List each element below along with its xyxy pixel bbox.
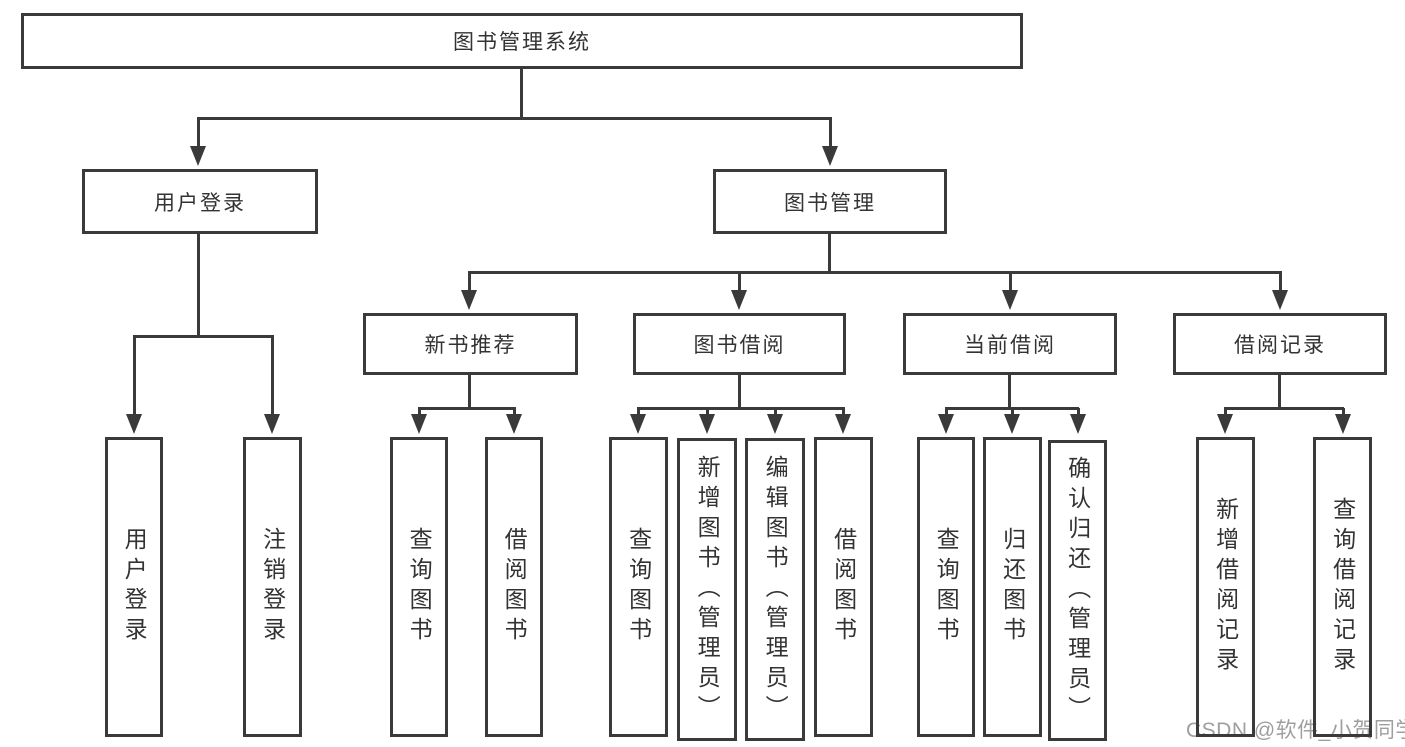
connector-arrow-shaft (513, 408, 516, 418)
arrow-down-icon (126, 414, 142, 434)
arrow-down-icon (1070, 414, 1086, 434)
node-label: 图书管理系统 (453, 31, 591, 54)
connector-arrow-shaft (133, 336, 136, 418)
arrow-down-icon (1004, 414, 1020, 434)
connector-line (1278, 373, 1281, 410)
leaf-label: 查询借阅记录 (1329, 497, 1356, 677)
leaf-add-borrow-record: 新增借阅记录 (1196, 437, 1255, 737)
arrow-down-icon (1217, 414, 1233, 434)
leaf-confirm-return-admin: 确认归还（管理员） (1048, 440, 1107, 741)
leaf-query-borrow-record: 查询借阅记录 (1313, 437, 1372, 737)
leaf-label: 查询图书 (406, 527, 433, 647)
connector-arrow-shaft (1224, 408, 1227, 418)
node-label: 图书管理 (784, 191, 876, 215)
connector-line (1224, 407, 1344, 410)
connector-arrow-shaft (1279, 272, 1282, 294)
arrow-down-icon (190, 146, 206, 166)
connector-arrow-shaft (842, 408, 845, 418)
node-user-login: 用户登录 (82, 169, 318, 234)
arrow-down-icon (767, 414, 783, 434)
leaf-borrow-books: 借阅图书 (485, 437, 543, 737)
leaf-label: 查询图书 (933, 527, 960, 647)
leaf-label: 新增图书（管理员） (694, 454, 721, 725)
node-label: 新书推荐 (424, 334, 517, 357)
connector-line (1008, 373, 1011, 410)
connector-arrow-shaft (829, 118, 832, 150)
node-label: 借阅记录 (1234, 334, 1326, 357)
connector-arrow-shaft (945, 408, 948, 418)
node-label: 当前借阅 (964, 334, 1056, 357)
leaf-label: 借阅图书 (501, 527, 528, 647)
arrow-down-icon (1272, 290, 1288, 310)
arrow-down-icon (506, 414, 522, 434)
leaf-label: 注销登录 (259, 527, 286, 647)
leaf-label: 用户登录 (121, 527, 148, 647)
node-book-borrow: 图书借阅 (633, 313, 846, 375)
connector-arrow-shaft (1011, 408, 1014, 418)
leaf-add-books-admin: 新增图书（管理员） (677, 438, 737, 741)
connector-line (637, 407, 845, 410)
node-current-borrow: 当前借阅 (903, 313, 1117, 375)
leaf-label: 借阅图书 (830, 527, 857, 647)
arrow-down-icon (822, 146, 838, 166)
connector-line (468, 373, 471, 410)
connector-line (197, 117, 832, 120)
node-label: 用户登录 (154, 191, 246, 215)
leaf-label: 新增借阅记录 (1212, 497, 1239, 677)
node-library-system: 图书管理系统 (21, 13, 1023, 69)
arrow-down-icon (938, 414, 954, 434)
arrow-down-icon (1335, 414, 1351, 434)
arrow-down-icon (630, 414, 646, 434)
connector-line (828, 231, 831, 274)
connector-arrow-shaft (706, 408, 709, 418)
leaf-user-login: 用户登录 (105, 437, 163, 737)
connector-arrow-shaft (468, 272, 471, 294)
leaf-query-books: 查询图书 (917, 437, 975, 737)
connector-arrow-shaft (1077, 408, 1080, 418)
leaf-logout: 注销登录 (243, 437, 302, 737)
connector-arrow-shaft (774, 408, 777, 418)
leaf-query-books: 查询图书 (390, 437, 448, 737)
node-new-book-recommend: 新书推荐 (363, 313, 578, 375)
connector-arrow-shaft (738, 272, 741, 294)
connector-line (520, 67, 523, 120)
connector-line (468, 271, 1282, 274)
leaf-borrow-books: 借阅图书 (814, 437, 873, 737)
arrow-down-icon (699, 414, 715, 434)
connector-arrow-shaft (197, 118, 200, 150)
arrow-down-icon (1002, 290, 1018, 310)
connector-arrow-shaft (418, 408, 421, 418)
arrow-down-icon (461, 290, 477, 310)
connector-line (738, 373, 741, 410)
arrow-down-icon (835, 414, 851, 434)
connector-arrow-shaft (1342, 408, 1345, 418)
leaf-label: 编辑图书（管理员） (762, 454, 789, 725)
csdn-watermark: CSDN @软件_小贺同学 (1186, 719, 1405, 742)
node-borrow-records: 借阅记录 (1173, 313, 1387, 375)
connector-line (418, 407, 516, 410)
connector-arrow-shaft (1009, 272, 1012, 294)
leaf-label: 归还图书 (999, 527, 1026, 647)
node-label: 图书借阅 (693, 334, 786, 357)
connector-line (197, 231, 200, 338)
arrow-down-icon (411, 414, 427, 434)
node-book-management: 图书管理 (713, 169, 947, 234)
connector-line (133, 335, 274, 338)
leaf-label: 查询图书 (625, 527, 652, 647)
arrow-down-icon (731, 290, 747, 310)
arrow-down-icon (264, 414, 280, 434)
leaf-query-books: 查询图书 (609, 437, 668, 737)
leaf-label: 确认归还（管理员） (1064, 455, 1091, 726)
connector-arrow-shaft (637, 408, 640, 418)
leaf-return-books: 归还图书 (983, 437, 1042, 737)
connector-arrow-shaft (271, 336, 274, 418)
leaf-edit-books-admin: 编辑图书（管理员） (745, 438, 805, 741)
